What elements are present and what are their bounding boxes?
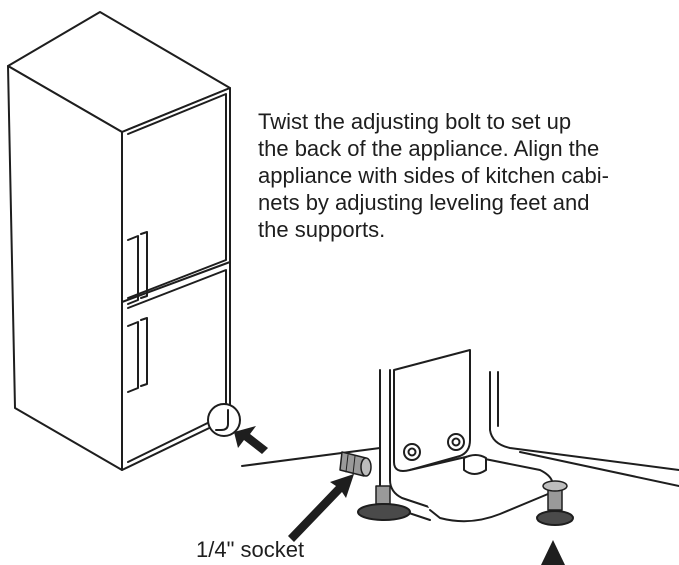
- instruction-line: appliance with sides of kitchen cabi-: [258, 163, 609, 188]
- foot-up-arrow: [541, 540, 565, 565]
- fridge-lower-handle: [127, 317, 148, 393]
- appliance-back-panel: [489, 371, 679, 471]
- fridge-upper-handle: [127, 231, 148, 305]
- socket-label: 1/4" socket: [196, 537, 305, 562]
- appliance-side-inner: [389, 369, 433, 509]
- fridge-door-gap: [121, 261, 231, 303]
- instruction-line: the back of the appliance. Align the: [258, 136, 600, 161]
- screw-icon: [403, 443, 421, 461]
- adjusting-bolt: [339, 451, 372, 477]
- fridge-side-face: [7, 65, 123, 471]
- leveling-foot-left: [357, 485, 411, 521]
- instruction-line: nets by adjusting leveling feet and: [258, 190, 590, 215]
- fridge-upper-door: [127, 93, 227, 299]
- socket-pointer-arrow: [288, 474, 354, 542]
- fridge-lower-door: [127, 269, 227, 463]
- leveling-foot-right: [536, 480, 574, 526]
- screw-icon: [447, 433, 465, 451]
- refrigerator-illustration: [7, 11, 268, 471]
- instruction-line: Twist the adjusting bolt to set up: [258, 109, 572, 134]
- support-post: [463, 454, 487, 475]
- foot-closeup-illustration: [241, 349, 679, 565]
- foot-pointer-arrow: [234, 426, 268, 454]
- floor-line: [241, 447, 381, 467]
- instruction-line: the supports.: [258, 217, 386, 242]
- foot-detail-circle: [207, 403, 241, 437]
- instruction-text: Twist the adjusting bolt to set up the b…: [258, 108, 679, 243]
- foot-detail-glyph: [215, 409, 229, 431]
- floor-line-right: [519, 451, 679, 487]
